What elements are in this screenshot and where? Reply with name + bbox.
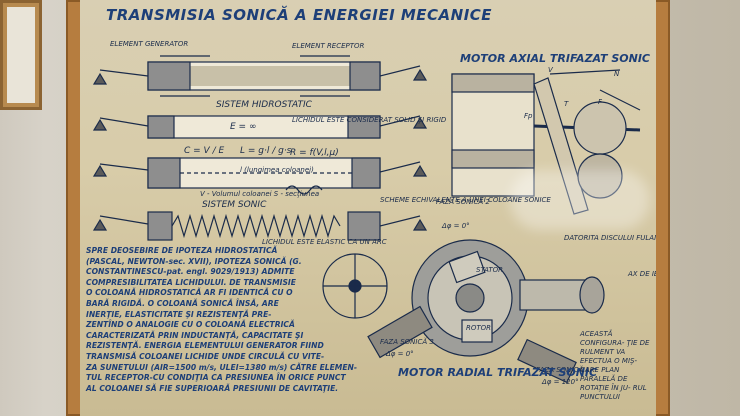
motor-axial-drawing [451, 69, 641, 215]
paragraph-line: O COLOANĂ HIDROSTATICĂ AR FI IDENTICĂ CU… [86, 288, 293, 298]
label-motor-radial: MOTOR RADIAL TRIFAZAT SONIC [398, 366, 598, 379]
paragraph-line: REZISTENŢĂ. ENERGIA ELEMENTULUI GENERATO… [86, 341, 324, 351]
label-motor-axial: MOTOR AXIAL TRIFAZAT SONIC [460, 52, 650, 65]
label-ax-de-iesire: AX DE IEŞIRE [628, 270, 656, 278]
label-faza-sonica-right: FAZA SONICĂ 1 [536, 366, 590, 374]
paragraph-line: ZENTÎND O ANALOGIE CU O COLOANĂ ELECTRIC… [86, 320, 295, 330]
paragraph-line: SPRE DEOSEBIRE DE IPOTEZA HIDROSTATICĂ [86, 246, 278, 255]
label-lichidul-elastic: LICHIDUL ESTE ELASTIC CA UN ARC [262, 238, 387, 246]
paragraph-line: ZA SUNETULUI (AIR=1500 m/s, ULEI=1380 m/… [86, 362, 358, 372]
label-lichidul-rigid: LICHIDUL ESTE CONSIDERAT SOLID ŞI RIGID [292, 116, 447, 124]
label-faza-sonica-bottom-value: Δφ = 0° [386, 350, 414, 358]
pipe-row-1 [92, 55, 428, 97]
poster-drawings [92, 55, 641, 384]
motor-radial-drawing [322, 239, 605, 384]
paragraph-line: INERŢIE, ELASTICITATE ŞI REZISTENŢĂ PRE- [86, 309, 272, 319]
paragraph-line: AL COLOANEI SĂ FIE SUPERIOARĂ PRESIUNII … [86, 383, 339, 393]
label-element-receptor: ELEMENT RECEPTOR [292, 42, 365, 50]
label-formula-l: L = g·l / g·s [240, 146, 292, 156]
label-lungimea-coloanei: l (lungimea coloanei) [240, 166, 314, 174]
paragraph-line: BARĂ RIGIDĂ. O COLOANĂ SONICĂ ÎNSĂ, ARE [86, 298, 279, 308]
label-v: V [548, 66, 553, 74]
label-sistem-sonic: SISTEM SONIC [202, 200, 267, 210]
explanation-paragraph: SPRE DEOSEBIRE DE IPOTEZA HIDROSTATICĂ (… [86, 246, 386, 394]
label-datorita-discului: DATORITA DISCULUI FULANT VA APARE O FORT… [564, 234, 656, 242]
paragraph-line: TRANSMISĂ COLOANEI LICHIDE UNDE CIRCULĂ … [86, 351, 325, 361]
label-scheme-echivalente: SCHEME ECHIVALENTE A UNEI COLOANE SONICE [380, 196, 551, 204]
paragraph-line: (PASCAL, NEWTON-sec. XVII), IPOTEZA SONI… [86, 256, 302, 266]
label-sistem-hidrostatic: SISTEM HIDROSTATIC [216, 100, 312, 110]
pipe-row-3 [92, 157, 428, 189]
label-infinite-e: E = ∞ [230, 122, 257, 132]
label-f: F [598, 98, 603, 106]
label-formula-c: C = V / E [184, 146, 225, 156]
paragraph-line: CARACTERIZATĂ PRIN INDUCTANŢĂ, CAPACITAT… [86, 330, 304, 340]
light-glare [510, 170, 650, 230]
label-stator: STATOR [476, 266, 504, 274]
paragraph-line: COMPRESIBILITATEA LICHIDULUI. DE TRANSMI… [86, 277, 296, 287]
label-faza-sonica-top-value: Δφ = 0° [442, 222, 470, 230]
label-volumul-coloanei: V - Volumul coloanei S - secţiunea [200, 190, 320, 198]
label-t: T [564, 100, 569, 108]
poster-title: TRANSMISIA SONICĂ A ENERGIEI MECANICE [106, 6, 493, 24]
paragraph-line: TUL RECEPTOR-CU CONDIŢIA CA PRESIUNEA ÎN… [86, 373, 346, 383]
label-faza-sonica-right-value: Δφ = 120° [542, 378, 579, 386]
label-faza-sonica-top: FAZA SONICĂ 2 [436, 198, 490, 206]
adjacent-picture-frame [0, 0, 42, 110]
technical-poster: TRANSMISIA SONICĂ A ENERGIEI MECANICE EL… [80, 0, 656, 416]
label-fp: Fp [524, 112, 533, 120]
label-faza-sonica-bottom: FAZA SONICĂ 3 [380, 338, 434, 346]
label-rotor: ROTOR [466, 324, 492, 332]
label-element-generator: ELEMENT GENERATOR [110, 40, 189, 48]
label-formula-r: R = f(V,l,μ) [290, 148, 339, 158]
pipe-row-4-spring [92, 185, 428, 241]
paragraph-line: CONSTANTINESCU-pat. engl. 9029/1913) ADM… [86, 267, 295, 277]
label-n: N [614, 70, 620, 78]
label-aceasta-configuratie: ACEASTĂ CONFIGURA- ŢIE DE RULMENT VA EFE… [580, 330, 650, 401]
pipe-row-2 [92, 115, 428, 139]
